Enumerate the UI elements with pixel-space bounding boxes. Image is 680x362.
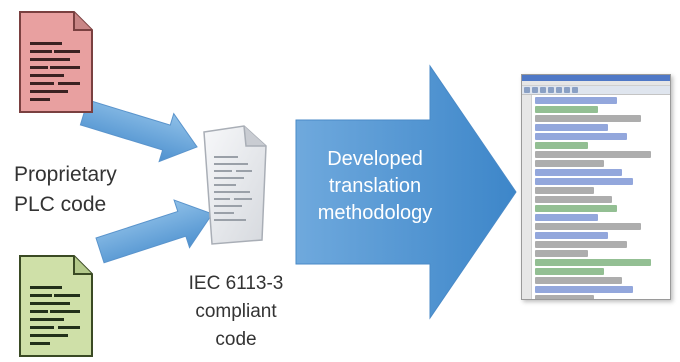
green-document-icon [19, 255, 93, 357]
label-line: Proprietary [14, 163, 117, 186]
toolbar-button [524, 87, 530, 93]
proprietary-plc-code-label: Proprietary PLC code [14, 160, 164, 220]
label-line: Developed [327, 148, 423, 170]
code-line [535, 133, 628, 140]
code-line [535, 277, 623, 284]
iec-compliant-code-label: IEC 6113-3 compliant code [178, 270, 294, 354]
code-line [535, 295, 595, 299]
code-line [535, 142, 588, 149]
label-line: IEC 6113-3 [188, 273, 284, 294]
code-line [535, 223, 641, 230]
editor-title-bar [522, 75, 670, 81]
code-editor-screenshot [521, 74, 671, 300]
code-line [535, 241, 628, 248]
code-line [535, 178, 633, 185]
red-document-icon [19, 11, 93, 113]
code-line [535, 214, 599, 221]
grey-document-icon [203, 125, 267, 245]
editor-body [522, 95, 670, 299]
code-line [535, 160, 604, 167]
code-line [535, 196, 612, 203]
code-line [535, 232, 608, 239]
code-line [535, 169, 623, 176]
code-line [535, 115, 641, 122]
editor-menu-bar [522, 81, 670, 86]
editor-gutter [522, 95, 532, 299]
code-line [535, 124, 608, 131]
editor-code-area [532, 95, 670, 299]
toolbar-button [532, 87, 538, 93]
toolbar-button [540, 87, 546, 93]
big-arrow [295, 64, 517, 320]
code-line [535, 205, 617, 212]
code-line [535, 106, 599, 113]
code-line [535, 151, 652, 158]
toolbar-button [572, 87, 578, 93]
small-arrow-upper [79, 99, 198, 163]
code-line [535, 286, 633, 293]
label-line: methodology [317, 202, 433, 224]
toolbar-button [556, 87, 562, 93]
small-arrow-lower [95, 199, 214, 264]
code-line [535, 259, 652, 266]
code-line [535, 97, 617, 104]
code-line [535, 187, 595, 194]
toolbar-button [548, 87, 554, 93]
code-line [535, 268, 604, 275]
label-line: translation [328, 175, 422, 197]
editor-toolbar [522, 86, 670, 95]
toolbar-button [564, 87, 570, 93]
label-line: code [215, 329, 257, 350]
code-line [535, 250, 588, 257]
developed-methodology-label: Developed translation methodology [300, 146, 450, 227]
label-line: PLC code [14, 193, 107, 216]
label-line: compliant [195, 301, 277, 322]
